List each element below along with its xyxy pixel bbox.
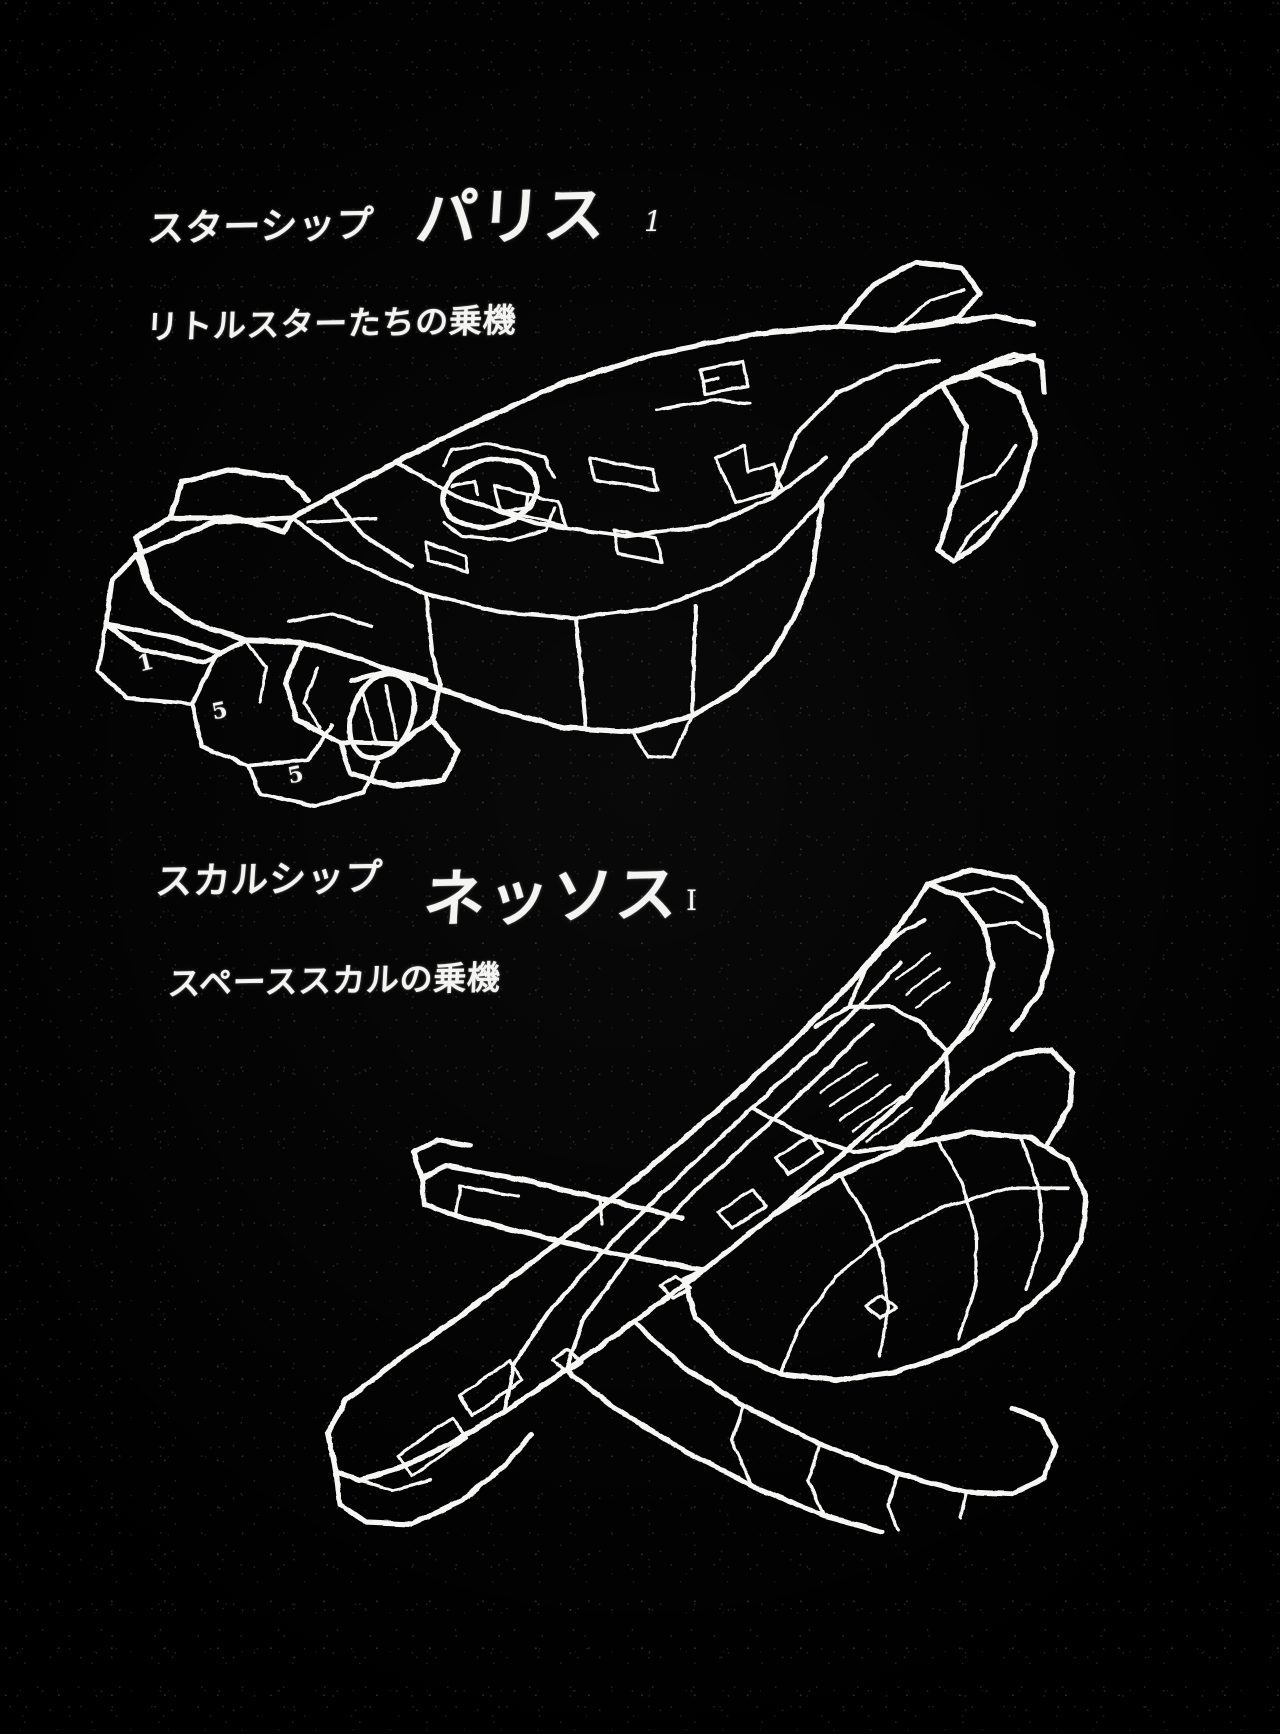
ship-designation-paris: 1 bbox=[644, 205, 663, 238]
nessus-wing-panels bbox=[778, 1136, 1070, 1376]
paris-tail-fins bbox=[835, 259, 1047, 565]
paris-stabiliser-panels bbox=[95, 621, 381, 809]
paris-cockpit-detail bbox=[442, 442, 556, 542]
ship-illustration-paris: 1 5 5 bbox=[95, 250, 1156, 810]
nessus-canard bbox=[411, 1137, 707, 1273]
nessus-engine-block bbox=[749, 917, 993, 1155]
paris-line-art bbox=[95, 259, 1047, 809]
nessus-canard-detail bbox=[454, 1184, 604, 1226]
ship-illustration-nessus bbox=[300, 840, 1140, 1540]
paris-forward-fins bbox=[103, 467, 311, 665]
nessus-nose bbox=[333, 1431, 535, 1527]
nessus-dorsal-spine bbox=[501, 959, 903, 1415]
nessus-fuselage-outline bbox=[325, 881, 995, 1483]
nessus-ventral-panels bbox=[730, 1404, 968, 1532]
nessus-tail-fin bbox=[925, 867, 1055, 1033]
ship-name-paris: パリス bbox=[413, 177, 610, 256]
paris-tail-fin-detail bbox=[894, 288, 1018, 564]
ship-class-prefix-paris: スターシップ bbox=[146, 202, 376, 251]
nessus-intake-louvres bbox=[818, 952, 952, 1144]
paris-hull-outline bbox=[133, 313, 1037, 735]
paris-engine-nacelles bbox=[283, 639, 461, 789]
nessus-nose-detail bbox=[358, 1358, 524, 1492]
paris-engine-detail bbox=[244, 612, 398, 742]
nessus-ventral-strake bbox=[563, 1319, 1059, 1535]
nessus-tail-fin-detail bbox=[958, 886, 1042, 940]
ship-designation-nessus: I bbox=[686, 884, 698, 917]
nessus-line-art bbox=[325, 867, 1089, 1535]
nessus-main-wing bbox=[681, 1047, 1089, 1383]
paris-hull-panels bbox=[289, 357, 941, 729]
paris-surface-detail bbox=[306, 360, 784, 760]
nessus-hatches bbox=[550, 1134, 898, 1374]
paris-cockpit-dome bbox=[440, 456, 540, 530]
